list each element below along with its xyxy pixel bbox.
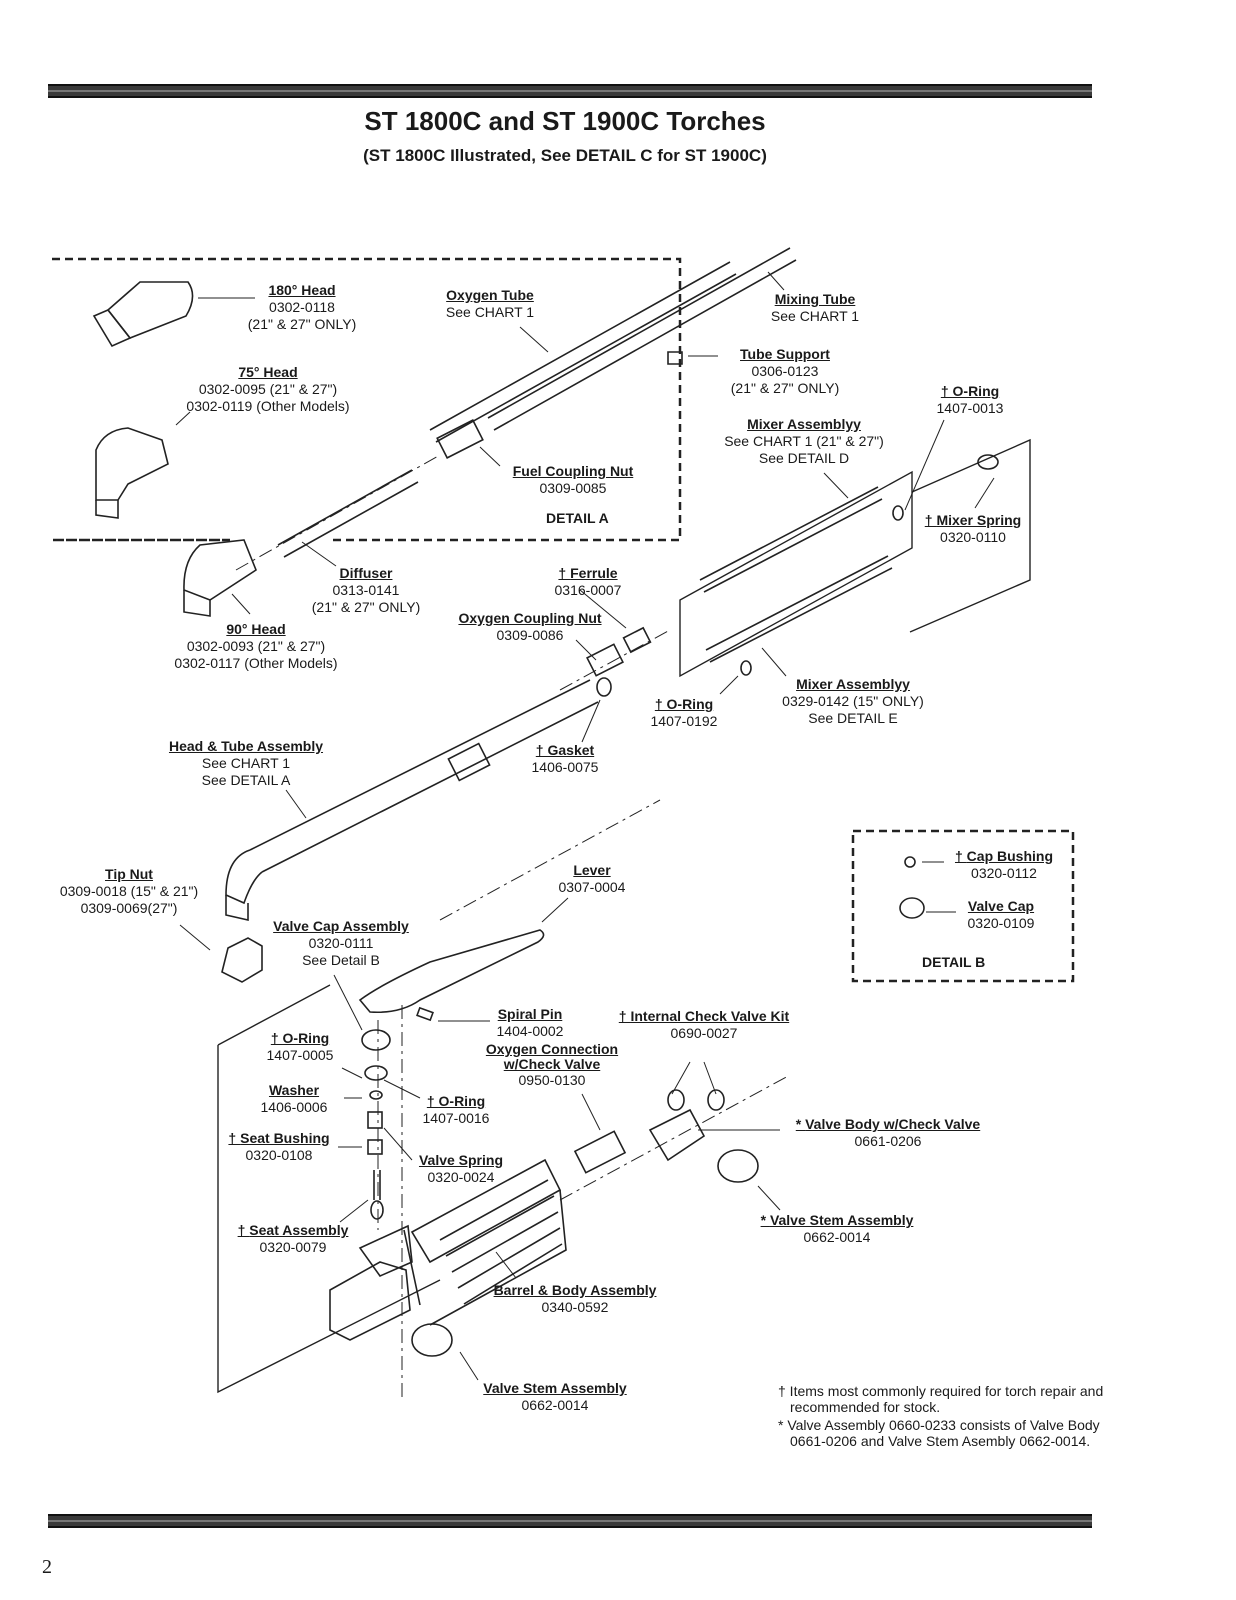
leader-lines [175, 271, 995, 1381]
head-180 [92, 281, 194, 348]
label-oring-1407-0192: † O-Ring 1407-0192 [650, 696, 718, 729]
label-gasket: † Gasket 1406-0075 [531, 742, 599, 775]
head-75 [95, 427, 169, 519]
label-barrel-body-assembly: Barrel & Body Assembly 0340-0592 [493, 1282, 657, 1315]
footnotes: † Items most commonly required for torch… [778, 1383, 1108, 1451]
label-valve-body: * Valve Body w/Check Valve 0661-0206 [795, 1116, 981, 1149]
detail-b-label: DETAIL B [922, 954, 986, 970]
label-valve-cap-assembly: Valve Cap Assembly 0320-0111 See Detail … [273, 918, 409, 968]
barrel-body [329, 1158, 567, 1341]
label-mixer-spring: † Mixer Spring 0320-0110 [924, 512, 1022, 545]
label-oring-1407-0013: † O-Ring 1407-0013 [936, 383, 1004, 416]
right-fittings [411, 1089, 759, 1357]
label-180-head: 180° Head 0302-0118 (21" & 27" ONLY) [247, 282, 357, 332]
page-title: ST 1800C and ST 1900C Torches [364, 106, 766, 136]
label-mixer-assembly-top: Mixer Assemblyy See CHART 1 (21" & 27") … [724, 416, 884, 466]
mixer-tubes [699, 486, 893, 663]
label-valve-stem-bottom: Valve Stem Assembly 0662-0014 [483, 1380, 627, 1413]
label-75-head: 75° Head 0302-0095 (21" & 27") 0302-0119… [186, 364, 350, 414]
label-washer: Washer 1406-0006 [260, 1082, 328, 1115]
lever [358, 929, 545, 1014]
footnote-asterisk: * Valve Assembly 0660-0233 consists of V… [778, 1417, 1100, 1449]
label-tube-support: Tube Support 0306-0123 (21" & 27" ONLY) [730, 346, 840, 396]
bottom-rule [48, 1514, 1092, 1528]
label-lever: Lever 0307-0004 [558, 862, 626, 895]
body-plane [217, 984, 441, 1394]
detail-b-parts [899, 856, 925, 919]
detail-a-label: DETAIL A [546, 510, 609, 526]
footnote-dagger: † Items most commonly required for torch… [778, 1383, 1104, 1415]
mixer-spring-plane [909, 438, 1031, 633]
label-oxygen-connection: Oxygen Connection w/Check Valve 0950-013… [485, 1041, 619, 1089]
valve-stack [361, 1006, 434, 1220]
label-head-tube-assembly: Head & Tube Assembly See CHART 1 See DET… [168, 738, 324, 788]
label-valve-stem-right: * Valve Stem Assembly 0662-0014 [760, 1212, 914, 1245]
label-internal-check-valve-kit: † Internal Check Valve Kit 0690-0027 [618, 1008, 790, 1041]
head-tube-assembly [225, 679, 599, 922]
label-ferrule: † Ferrule 0316-0007 [554, 565, 622, 598]
label-mixer-assembly-bottom: Mixer Assemblyy 0329-0142 (15" ONLY) See… [782, 676, 924, 726]
label-90-head: 90° Head 0302-0093 (21" & 27") 0302-0117… [174, 621, 338, 671]
label-valve-cap: Valve Cap 0320-0109 [967, 898, 1035, 931]
page-subtitle: (ST 1800C Illustrated, See DETAIL C for … [363, 146, 767, 165]
label-oring-1407-0005: † O-Ring 1407-0005 [266, 1030, 334, 1063]
page-number: 2 [42, 1556, 52, 1578]
label-oring-1407-0016: † O-Ring 1407-0016 [422, 1093, 490, 1126]
label-oxygen-coupling-nut: Oxygen Coupling Nut 0309-0086 [458, 610, 602, 643]
small-fittings [221, 351, 999, 983]
label-seat-bushing: † Seat Bushing 0320-0108 [228, 1130, 330, 1163]
detail-b-box [851, 829, 1075, 983]
label-seat-assembly: † Seat Assembly 0320-0079 [237, 1222, 349, 1255]
label-tip-nut: Tip Nut 0309-0018 (15" & 21") 0309-0069(… [59, 866, 199, 916]
detail-a-box [52, 257, 682, 542]
label-spiral-pin: Spiral Pin 1404-0002 [496, 1006, 564, 1039]
label-valve-spring: Valve Spring 0320-0024 [418, 1152, 504, 1185]
label-oxygen-tube: Oxygen Tube See CHART 1 [445, 287, 535, 320]
label-mixing-tube: Mixing Tube See CHART 1 [770, 291, 860, 324]
head-90 [183, 539, 257, 617]
mixer-plane [679, 470, 913, 678]
label-diffuser: Diffuser 0313-0141 (21" & 27" ONLY) [311, 565, 421, 615]
label-cap-bushing: † Cap Bushing 0320-0112 [954, 848, 1054, 881]
top-rule [48, 84, 1092, 98]
label-fuel-coupling-nut: Fuel Coupling Nut 0309-0085 [512, 463, 634, 496]
center-lines [235, 454, 791, 1400]
